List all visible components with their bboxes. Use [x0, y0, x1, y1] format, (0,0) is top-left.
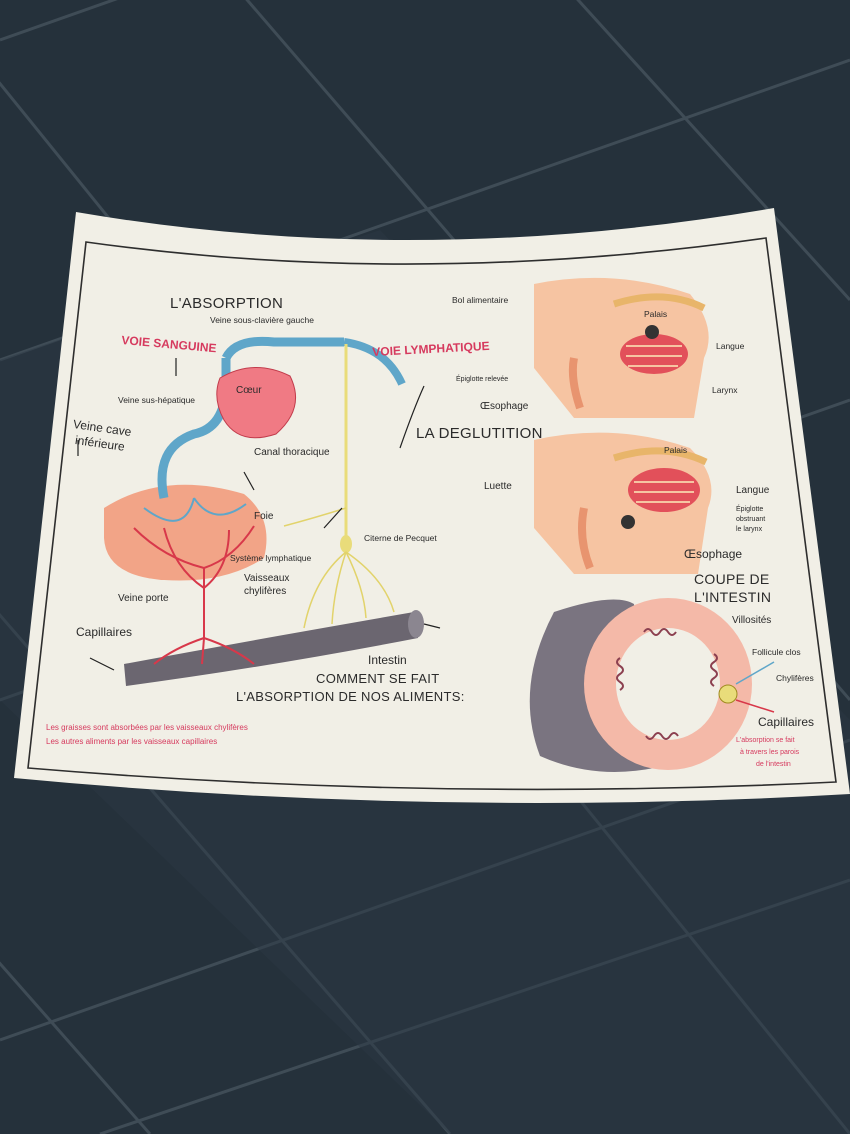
- absorption-note-2: Les autres aliments par les vaisseaux ca…: [46, 737, 218, 746]
- label-chyliferes: chylifères: [244, 586, 287, 597]
- absorption-title: L'ABSORPTION: [170, 295, 284, 312]
- label-epiglotte-relevee: Épiglotte relevée: [456, 376, 509, 383]
- intestin-title-1: COUPE DE: [694, 571, 770, 587]
- label-canal-thoracique: Canal thoracique: [254, 447, 330, 458]
- comment-line-2: L'ABSORPTION DE NOS ALIMENTS:: [236, 689, 465, 704]
- label-coeur: Cœur: [236, 385, 262, 396]
- label-vaisseaux: Vaisseaux: [244, 573, 290, 584]
- label-villosites: Villosités: [732, 615, 772, 626]
- label-veine-porte: Veine porte: [118, 593, 169, 604]
- label-epiglotte-3: le larynx: [736, 526, 763, 533]
- label-larynx: Larynx: [712, 385, 738, 395]
- label-epiglotte-1: Épiglotte: [736, 506, 764, 513]
- label-capillaires-section: Capillaires: [758, 715, 815, 729]
- label-intestin: Intestin: [368, 653, 407, 667]
- label-follicule-clos: Follicule clos: [752, 647, 801, 657]
- label-veine-sus-hepatique: Veine sus-hépatique: [118, 395, 196, 405]
- deglutition-title: LA DEGLUTITION: [416, 425, 543, 442]
- label-foie: Foie: [254, 511, 274, 522]
- label-systeme-lymphatique: Système lymphatique: [230, 553, 312, 563]
- label-langue-top: Langue: [716, 341, 745, 351]
- label-chyliferes-section: Chylifères: [776, 673, 814, 683]
- intestine-cross-section: [529, 598, 775, 772]
- absorption-diagram: [77, 336, 441, 686]
- label-bol-alimentaire: Bol alimentaire: [452, 295, 509, 305]
- label-palais: Palais: [664, 445, 688, 455]
- intestin-note-3: de l'intestin: [756, 761, 791, 768]
- label-oesophage-top: Œsophage: [480, 401, 529, 412]
- label-epiglotte-2: obstruant: [736, 516, 766, 523]
- intestin-note-2: à travers les parois: [740, 749, 800, 756]
- label-capillaires: Capillaires: [76, 625, 133, 639]
- poster-paper: [14, 208, 850, 803]
- label-veine-sous-claviere: Veine sous-clavière gauche: [210, 315, 314, 325]
- deglutition-diagrams: [534, 277, 712, 574]
- label-langue: Langue: [736, 485, 770, 496]
- label-palais-top: Palais: [644, 309, 668, 319]
- label-citerne-pecquet: Citerne de Pecquet: [364, 533, 437, 543]
- intestin-note-1: L'absorption se fait: [736, 737, 795, 744]
- comment-line-1: COMMENT SE FAIT: [316, 671, 440, 686]
- intestin-title-2: L'INTESTIN: [694, 589, 772, 605]
- label-oesophage: Œsophage: [684, 547, 743, 561]
- absorption-note-1: Les graisses sont absorbées par les vais…: [46, 723, 248, 732]
- label-luette: Luette: [484, 481, 512, 492]
